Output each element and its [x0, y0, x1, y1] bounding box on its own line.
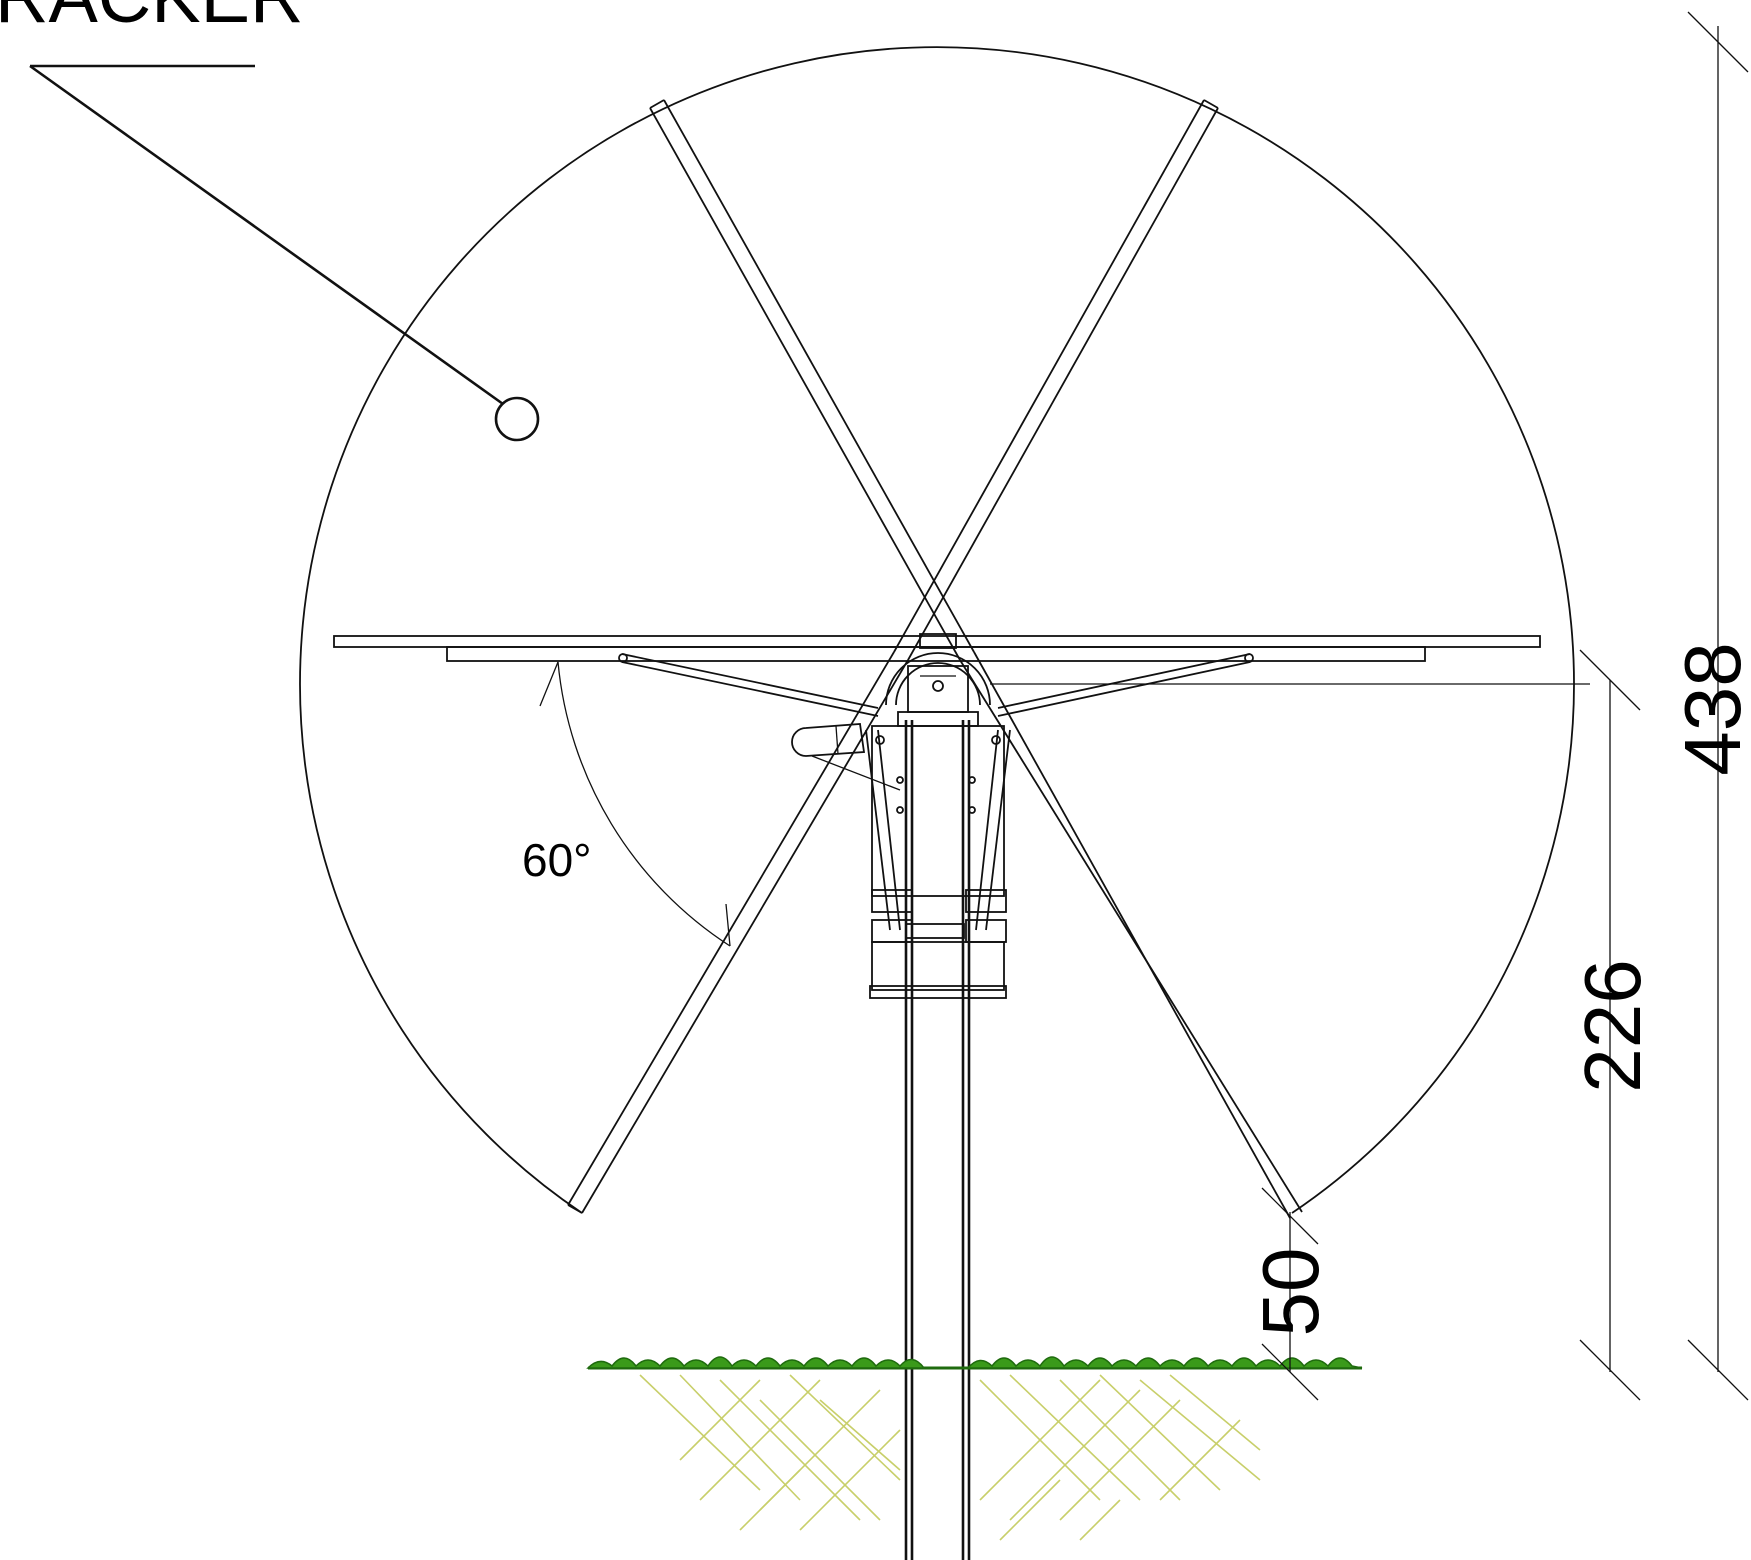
horizontal-panel [333, 635, 1541, 662]
dimension-total-height [1687, 11, 1749, 1401]
grass-ground-icon [586, 1356, 1363, 1370]
panel-tilt-left [649, 99, 1303, 1219]
actuator-motor [791, 723, 901, 791]
pivot-hub [885, 633, 1590, 727]
mast-post [904, 720, 971, 1560]
panel-struts [618, 653, 1254, 717]
dimension-total-height-label: 438 [1668, 642, 1751, 775]
panel-tilt-right [567, 99, 1219, 1214]
dimension-clearance [1261, 1187, 1319, 1401]
angle-label: 60° [522, 834, 592, 886]
callout-circle-icon [494, 396, 540, 442]
dimension-clearance-label: 50 [1246, 1248, 1335, 1337]
mounting-bracket [865, 725, 1011, 999]
rotation-envelope-arc [299, 46, 1575, 1214]
soil-hatch-icon [639, 1374, 1261, 1541]
angle-marker [539, 661, 731, 947]
title-fragment: RACKER [0, 0, 303, 38]
dimension-pivot-height-label: 226 [1568, 959, 1657, 1092]
leader-line [29, 64, 540, 442]
dimension-pivot-height [1579, 649, 1641, 1401]
